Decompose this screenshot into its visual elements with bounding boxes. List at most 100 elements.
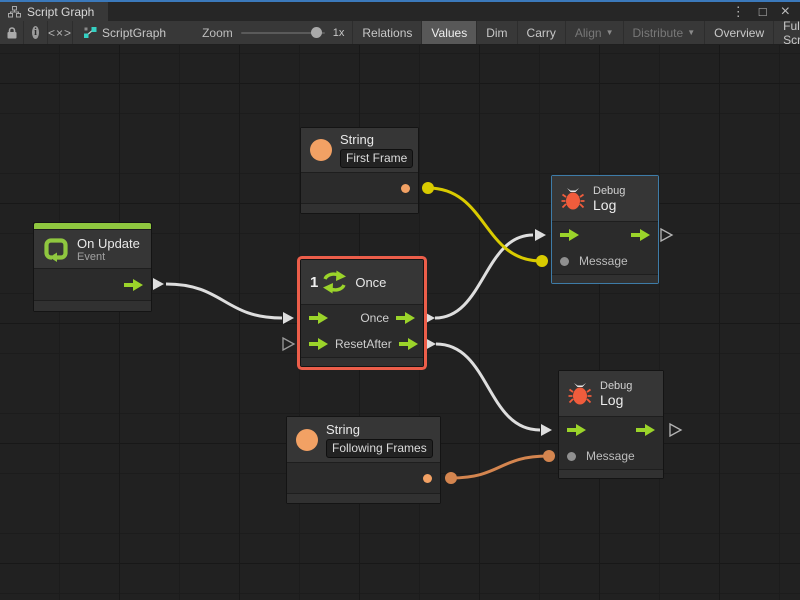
message-input-port[interactable] <box>567 451 576 461</box>
node-ports <box>301 173 418 203</box>
node-header: Debug Log <box>552 176 658 222</box>
node-debug-log-bottom[interactable]: Debug Log Message <box>558 370 664 479</box>
zoom-slider-handle[interactable] <box>310 26 322 38</box>
dim-label: Dim <box>486 25 508 40</box>
graph-breadcrumb[interactable]: ScriptGraph <box>73 21 176 44</box>
node-debug-log-top[interactable]: Debug Log Message <box>551 175 659 284</box>
flow-input-port[interactable] <box>560 229 579 241</box>
distribute-button[interactable]: Distribute▼ <box>622 21 705 44</box>
message-input-port[interactable] <box>560 256 569 266</box>
zoom-value: 1x <box>332 26 345 39</box>
fullscreen-button[interactable]: Full Screen <box>773 18 800 47</box>
close-icon[interactable]: × <box>780 2 790 20</box>
node-string-following-frames[interactable]: String Following Frames <box>286 416 441 504</box>
once-output-label: Once <box>360 311 389 325</box>
tab-script-graph[interactable]: Script Graph <box>0 2 109 21</box>
after-output-port[interactable] <box>398 338 418 350</box>
node-footer <box>301 357 423 366</box>
node-header: On Update Event <box>34 230 151 269</box>
window-menu-icon[interactable]: ⋮ <box>731 4 745 19</box>
code-icon: <×> <box>48 25 73 40</box>
node-on-update[interactable]: On Update Event <box>33 222 152 312</box>
lock-button[interactable] <box>0 21 24 44</box>
flow-output-port[interactable] <box>124 278 143 291</box>
overview-label: Overview <box>714 25 765 40</box>
node-title: Log <box>600 391 624 408</box>
flow-output-port[interactable] <box>631 229 650 241</box>
node-header: 1 Once <box>301 260 423 305</box>
graph-name-label: ScriptGraph <box>102 25 167 40</box>
maximize-icon[interactable]: □ <box>758 4 767 19</box>
once-output-port[interactable] <box>396 312 415 324</box>
reset-port-cap <box>282 336 296 352</box>
node-footer <box>301 203 418 213</box>
string-value-field[interactable]: First Frame <box>340 149 414 168</box>
flow-output-port[interactable] <box>636 424 655 436</box>
overview-button[interactable]: Overview <box>704 21 773 44</box>
bug-icon <box>568 381 592 406</box>
event-color-strip <box>34 223 151 230</box>
relations-button[interactable]: Relations <box>352 21 421 44</box>
tab-title: Script Graph <box>27 4 95 19</box>
node-ports: Message <box>559 417 663 469</box>
graph-canvas[interactable]: String First Frame O <box>0 45 800 600</box>
node-title: Once <box>355 274 387 290</box>
script-graph-icon <box>83 26 97 39</box>
code-view-button[interactable]: <×> <box>48 21 74 44</box>
flow-input-port[interactable] <box>309 312 328 324</box>
string-type-icon <box>296 428 318 451</box>
node-footer <box>552 274 658 283</box>
zoom-slider[interactable] <box>240 26 325 38</box>
string-value-field[interactable]: Following Frames <box>326 438 433 458</box>
dim-button[interactable]: Dim <box>476 21 516 44</box>
node-ports <box>287 463 440 493</box>
tab-bar: Script Graph ⋮ □ × <box>0 2 800 21</box>
toolbar-buttons: Relations Values Dim Carry Align▼ Distri… <box>352 18 800 47</box>
on-update-loop-icon <box>43 236 69 262</box>
string-output-port[interactable] <box>401 183 410 193</box>
align-label: Align <box>574 25 602 40</box>
fullscreen-label: Full Screen <box>783 18 800 47</box>
zoom-control: Zoom 1x <box>194 21 352 44</box>
node-ports: Message <box>552 222 658 274</box>
carry-button[interactable]: Carry <box>516 21 565 44</box>
values-button[interactable]: Values <box>421 21 477 44</box>
flow-input-port[interactable] <box>567 424 586 436</box>
lock-icon <box>7 26 17 39</box>
window-controls: ⋮ □ × <box>732 2 800 21</box>
node-subtitle: Event <box>77 250 106 263</box>
relations-label: Relations <box>362 25 413 40</box>
reset-input-port[interactable] <box>309 338 328 350</box>
chevron-down-icon: ▼ <box>605 28 614 37</box>
node-string-first-frame[interactable]: String First Frame <box>300 127 419 214</box>
node-once[interactable]: 1 Once Once <box>300 259 424 367</box>
info-icon: i <box>32 26 39 39</box>
once-cycle-icon <box>322 270 347 294</box>
node-ports <box>34 269 151 300</box>
graph-toolbar: i <×> ScriptGraph Zoom 1x Relat <box>0 18 800 47</box>
chevron-down-icon: ▼ <box>687 28 696 37</box>
node-footer <box>34 300 151 311</box>
carry-label: Carry <box>526 25 556 40</box>
node-footer <box>559 469 663 478</box>
bug-icon <box>561 186 585 211</box>
string-type-icon <box>310 139 332 161</box>
debug-top-out-cap <box>660 227 674 243</box>
values-label: Values <box>431 25 468 40</box>
string-output-port[interactable] <box>423 473 432 483</box>
graph-hierarchy-icon <box>8 5 21 18</box>
node-header: String First Frame <box>301 128 418 173</box>
reset-input-label: Reset <box>335 337 367 351</box>
node-title: On Update <box>77 235 140 251</box>
align-button[interactable]: Align▼ <box>564 21 623 44</box>
node-kind: Debug <box>593 184 626 197</box>
node-kind: Debug <box>600 379 633 392</box>
info-button[interactable]: i <box>24 21 48 44</box>
debug-bottom-out-cap <box>669 422 683 438</box>
node-header: Debug Log <box>559 371 663 417</box>
node-title: String <box>326 421 360 437</box>
distribute-label: Distribute <box>632 25 684 40</box>
tabbar-spacer <box>108 2 731 21</box>
after-output-label: After <box>366 337 392 351</box>
once-count-badge: 1 <box>310 273 319 291</box>
